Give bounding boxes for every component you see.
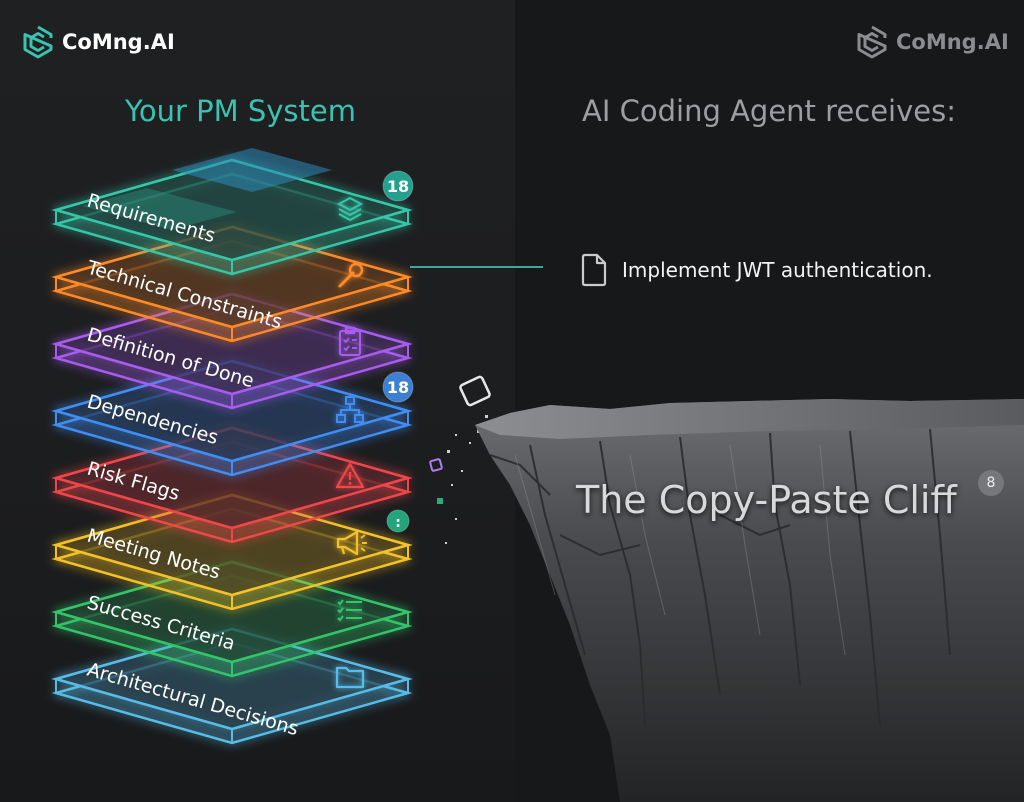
brand-name: CoMng.AI: [62, 30, 175, 54]
screen-panel: [172, 148, 332, 192]
layer-outline: [51, 158, 413, 262]
layer-edge: [55, 545, 409, 609]
layer-edge: [55, 679, 409, 743]
warning-icon: [335, 462, 365, 489]
logo-icon: [857, 25, 887, 59]
cliff-badge: 8: [978, 470, 1004, 496]
layer-outline: [51, 627, 413, 731]
layer-outline: [51, 560, 413, 664]
layer-badge: 18: [382, 170, 414, 202]
layer-meeting-notes: Meeting Notes: [51, 493, 413, 611]
svg-text::: :: [395, 515, 401, 531]
wrench-icon: [338, 262, 364, 288]
hierarchy-icon: [336, 396, 364, 423]
agent-task: Implement JWT authentication.: [580, 253, 933, 287]
layer-outline: [51, 493, 413, 597]
stack-icon: [336, 196, 364, 222]
layer-edge: [55, 210, 409, 274]
brand-name: CoMng.AI: [896, 30, 1009, 54]
layer-outline: [51, 225, 413, 329]
layer-outline: [51, 426, 413, 530]
logo-icon: [23, 25, 53, 59]
brand-logo-right: CoMng.AI: [856, 25, 1009, 59]
cliff-title: The Copy-Paste Cliff: [576, 478, 957, 522]
clipboard-checklist-icon: [339, 327, 361, 356]
checklist-icon: [337, 599, 362, 622]
layer-edge: [55, 478, 409, 542]
layer-edge: [55, 411, 409, 475]
svg-text:18: 18: [387, 177, 409, 196]
layer-edge: [55, 344, 409, 408]
cliff-image: [475, 399, 1024, 802]
document-icon: [581, 253, 607, 287]
svg-text:18: 18: [387, 378, 409, 397]
layer-technical-constraints: Technical Constraints: [51, 225, 413, 343]
layer-edge: [55, 612, 409, 676]
megaphone-icon: [336, 530, 367, 556]
screen-panel: [82, 188, 237, 230]
layer-outline: [51, 359, 413, 463]
layer-badge: :: [386, 509, 410, 533]
layer-edge: [55, 277, 409, 341]
pm-system-heading: Your PM System: [125, 94, 356, 128]
agent-receives-heading: AI Coding Agent receives:: [582, 94, 956, 128]
layer-risk-flags: Risk Flags: [51, 426, 413, 544]
task-text: Implement JWT authentication.: [622, 258, 933, 282]
connector-line: [410, 266, 543, 268]
layer-requirements: Requirements: [51, 148, 413, 276]
layer-architectural-decisions: Architectural Decisions: [51, 627, 413, 745]
layer-badge: 18: [382, 371, 414, 403]
layer-dependencies: Dependencies: [51, 359, 413, 477]
brand-logo-left: CoMng.AI: [22, 25, 175, 59]
folder-icon: [335, 666, 365, 689]
